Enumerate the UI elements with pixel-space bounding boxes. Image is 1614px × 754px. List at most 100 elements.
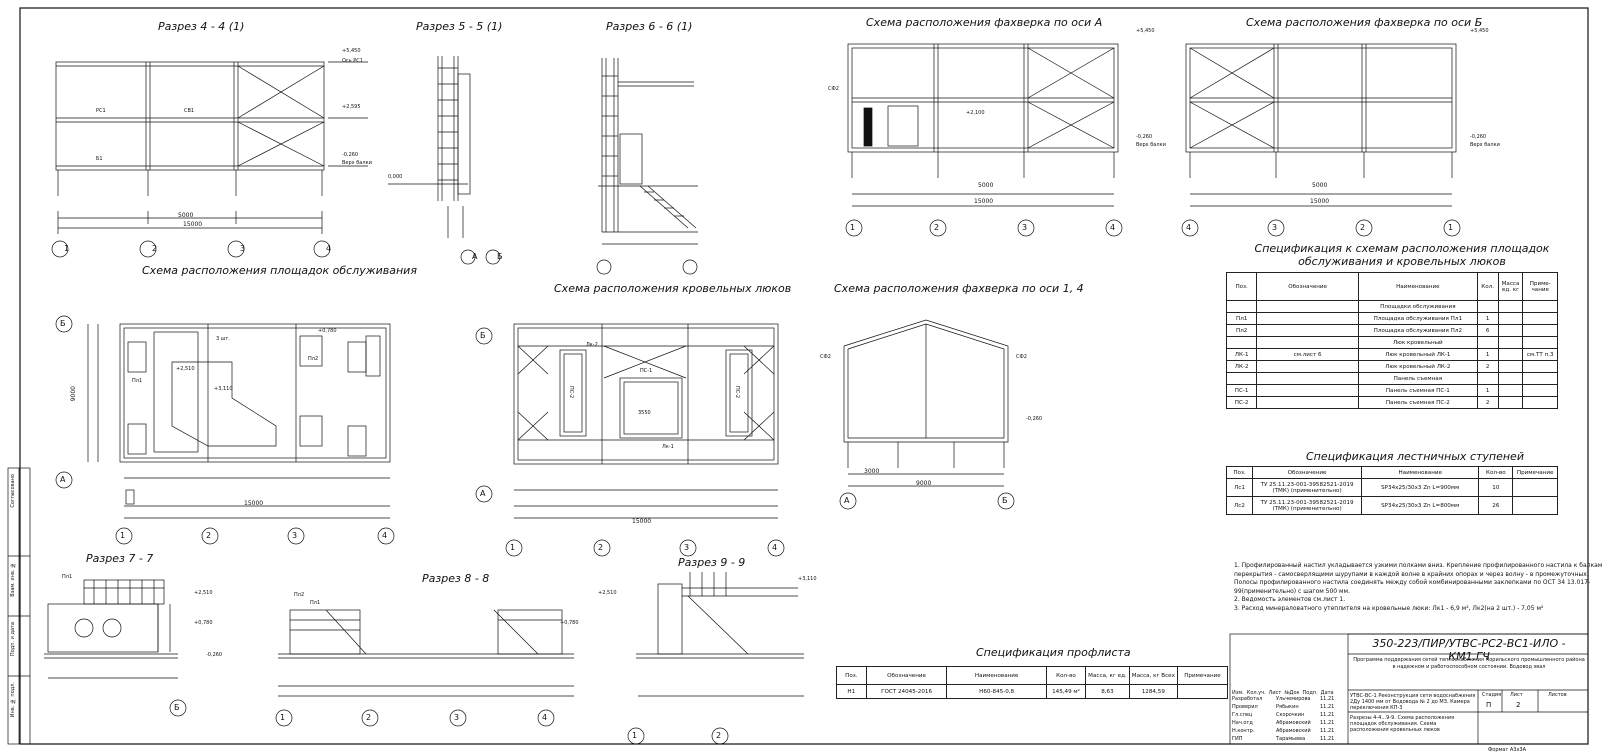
table-cell: ГОСТ 24045-2016	[865, 684, 948, 699]
label-pc2-left: ПС-2	[568, 386, 574, 399]
table-row: Площадки обслуживания	[1225, 300, 1558, 313]
table-cell: Люк кровельный ЛК-2	[1357, 360, 1478, 373]
axis-A-lk: А	[480, 489, 486, 498]
label-elev-3110: +3,110	[214, 386, 233, 392]
section-6-6	[596, 58, 698, 275]
label-elev-5450-a: +5,450	[1136, 28, 1155, 34]
spec-profile-header: Поз.	[836, 666, 867, 685]
spec-stairs-table: Поз. Обозначение Наименование Кол-во При…	[1225, 466, 1558, 515]
axis-B-77: Б	[174, 703, 180, 712]
axis-2-lk: 2	[598, 543, 604, 552]
table-cell	[1476, 300, 1499, 313]
title-hatches: Схема расположения кровельных люков	[554, 282, 792, 295]
label-sf2-a: СФ2	[828, 86, 839, 92]
table-cell: 2	[1476, 396, 1499, 409]
drawing-canvas	[7, 7, 1589, 745]
label-elev-m0260-77: -0,260	[206, 652, 223, 658]
table-cell	[1497, 372, 1524, 385]
axis-3-lk: 3	[684, 543, 690, 552]
stamp-object: УТВС-ВС-1 Реконструкция сети водоснабжен…	[1350, 693, 1476, 711]
label-elev-2595: +2,595	[342, 104, 361, 110]
table-cell: Люк кровельный	[1357, 336, 1478, 349]
table-cell: ТУ 25.11.23-001-39582521-2019 (ТМК) (при…	[1252, 496, 1363, 515]
table-cell: Панель съемная ПС-2	[1357, 396, 1478, 409]
axis-2-fb: 2	[1360, 223, 1366, 232]
table-cell: ПС-2	[1225, 396, 1258, 409]
section-7-7	[44, 579, 187, 717]
label-dim-15000-fb: 15000	[1310, 198, 1330, 205]
table-cell: Люк кровельный ЛК-1	[1357, 348, 1478, 361]
spec-profile-header: Масса, кг Всех	[1128, 666, 1178, 685]
table-cell	[1522, 312, 1558, 325]
stamp-format: Формат А3х3А	[1488, 747, 1527, 753]
label-dim-15000-fa: 15000	[974, 198, 994, 205]
stamp-sheet-title: Разрезы 4-4...9-9. Схема расположения пл…	[1350, 715, 1455, 733]
label-top-beam-a: Верх балки	[1136, 142, 1166, 148]
stamp-person-cell: Абрамовский	[1276, 720, 1311, 726]
table-cell	[1256, 396, 1359, 409]
table-cell: 1	[1476, 312, 1499, 325]
stamp-people: Изм. Кол.уч. Лист №Док Подп. Дата Разраб…	[1232, 690, 1346, 744]
table-cell: SP34x25/30x3 Zn L=900мм	[1361, 478, 1480, 497]
table-cell: 6	[1476, 324, 1499, 337]
title-section-7-7: Разрез 7 - 7	[86, 552, 154, 565]
table-cell	[1497, 336, 1524, 349]
label-top-beam: Верх балки	[342, 160, 372, 166]
stamp-person-cell: Ульчемирова	[1276, 696, 1311, 702]
table-cell	[1497, 348, 1524, 361]
label-elev-5450-b: +5,450	[1470, 28, 1489, 34]
table-cell: 10	[1478, 478, 1514, 497]
stamp-person-cell: 11.21	[1320, 696, 1335, 702]
table-cell	[1476, 336, 1499, 349]
spec-stairs-header: Поз.	[1225, 466, 1254, 479]
table-cell: см.лист 6	[1256, 348, 1359, 361]
label-dim-9000-pl: 9000	[70, 386, 77, 402]
axis-2-a: 2	[152, 244, 158, 253]
label-pc1: ПС-1	[640, 368, 653, 374]
label-sv1: СВ1	[184, 108, 195, 114]
facade-axis-b	[1181, 43, 1461, 237]
stamp-person-cell: Разработал	[1232, 696, 1263, 702]
table-cell	[1497, 384, 1524, 397]
label-pl1: Пл1	[132, 378, 143, 384]
stamp-person-cell: Проверил	[1232, 704, 1258, 710]
axis-1-fb: 1	[1448, 223, 1454, 232]
table-cell	[1522, 384, 1558, 397]
label-lk1: Лк-1	[662, 444, 674, 450]
label-dim-3000-14: 3000	[864, 468, 880, 475]
facade-axis-a	[845, 43, 1123, 237]
table-cell	[1497, 396, 1524, 409]
title-section-8-8: Разрез 8 - 8	[422, 572, 490, 585]
axis-A-55: А	[472, 252, 478, 261]
section-9-9	[627, 572, 804, 745]
table-cell: 1	[1476, 348, 1499, 361]
stamp-sheet: 2	[1516, 701, 1521, 709]
table-cell	[1522, 324, 1558, 337]
label-elev-2510-77: +2,510	[194, 590, 213, 596]
stamp-person-cell: 11.21	[1320, 712, 1335, 718]
label-rs1: РС1	[96, 108, 106, 114]
axis-4-pl: 4	[382, 531, 388, 540]
stamp-role: №Док	[1284, 690, 1300, 696]
table-cell: Площадка обслуживания Пл2	[1357, 324, 1478, 337]
label-pl2-88: Пл2	[294, 592, 305, 598]
table-cell: Пл1	[1225, 312, 1258, 325]
table-cell	[1512, 496, 1558, 515]
title-section-6-6: Разрез 6 - 6 (1)	[606, 20, 693, 33]
spec-platform-header: Обозначение	[1256, 272, 1359, 301]
label-sf2-14-right: СФ2	[1016, 354, 1027, 360]
table-cell: ЛК-2	[1225, 360, 1258, 373]
table-cell	[1256, 324, 1359, 337]
stamp-person-cell: Н.контр.	[1232, 728, 1255, 734]
table-cell: Лс1	[1225, 478, 1254, 497]
table-cell: ЛК-1	[1225, 348, 1258, 361]
platform-plan	[55, 315, 395, 545]
axis-A-14: А	[844, 496, 850, 505]
strip-replace: Взам. инв. №	[10, 562, 16, 597]
table-cell	[1522, 372, 1558, 385]
